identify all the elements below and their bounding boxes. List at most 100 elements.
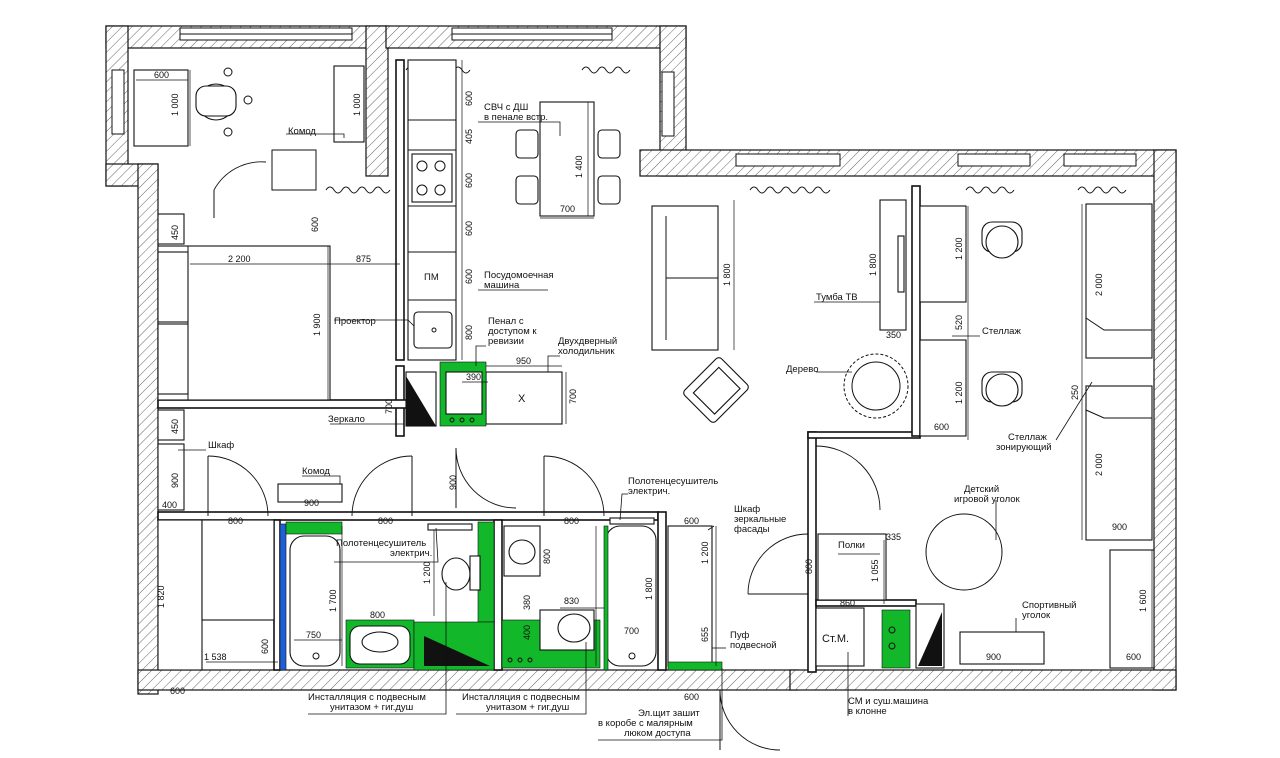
label-x: X [518, 393, 526, 405]
play-corner-circle [925, 513, 1003, 591]
dim-text: 405 [464, 129, 474, 144]
dim-text: 1 000 [170, 93, 180, 116]
dim-text: 800 [370, 610, 385, 620]
label-elshit-3: люком доступа [624, 728, 691, 739]
dim-text: 950 [516, 356, 531, 366]
label-fridge: Двухдверный [558, 336, 617, 347]
dim-text: 860 [840, 598, 855, 608]
dim-text: 830 [564, 596, 579, 606]
label-poloten-1b: электрич. [390, 548, 432, 559]
bathtub-1 [289, 535, 341, 667]
dim-text: 800 [804, 559, 814, 574]
label-puf-2: подвесной [730, 640, 777, 651]
label-poloten-1: Полотенцесушитель [336, 538, 426, 549]
bathroom-2 [501, 517, 657, 671]
label-sm: СМ и суш.машина [848, 696, 929, 707]
label-inst-2: Инсталляция с подвесным [462, 692, 580, 703]
dim-text: 700 [384, 399, 394, 414]
label-inst-1: Инсталляция с подвесным [308, 692, 426, 703]
dim-text: 875 [356, 254, 371, 264]
dimension-lines [136, 60, 1153, 668]
dim-text: 700 [624, 626, 639, 636]
living-room [651, 199, 909, 423]
dim-text: 700 [560, 204, 575, 214]
office-chair-icon [981, 371, 1023, 407]
wardrobe-kids [1109, 549, 1155, 669]
dresser-top [333, 65, 365, 143]
label-poloten-2: Полотенцесушитель [628, 476, 718, 487]
dim-text: 400 [162, 500, 177, 510]
windows [111, 27, 1137, 191]
kitchen-counter [407, 59, 457, 361]
dim-text: 450 [170, 419, 180, 434]
laundry [815, 533, 945, 669]
label-elshit: Эл.щит зашит [638, 708, 700, 719]
bathroom-1 [279, 521, 495, 671]
dim-text: 1 900 [312, 313, 322, 336]
dim-text: 600 [170, 686, 185, 696]
label-komod-top: Комод [288, 126, 316, 137]
room-labels: Комод СВЧ с ДШ в пенале встр. ПМ Посудом… [208, 102, 1076, 739]
label-detsky: Детский [964, 484, 999, 495]
dim-text: 600 [464, 91, 474, 106]
label-shkaf: Шкаф [208, 440, 234, 451]
dim-text: 380 [522, 595, 532, 610]
dim-text: 2 000 [1094, 453, 1104, 476]
dim-text: 1 200 [700, 541, 710, 564]
tv-icon [897, 235, 905, 293]
dim-text: 800 [378, 516, 393, 526]
dim-text: 600 [464, 173, 474, 188]
sport-corner [959, 631, 1045, 665]
label-svch: СВЧ с ДШ [484, 102, 528, 113]
dim-text: 1 700 [328, 589, 338, 612]
label-dishwasher-2: машина [484, 280, 520, 291]
dim-text: 1 800 [868, 253, 878, 276]
dining-table [515, 101, 621, 217]
dim-text: 1 055 [870, 559, 880, 582]
dim-text: 750 [306, 630, 321, 640]
mirror-wardrobe [667, 525, 713, 667]
dim-text: 900 [448, 475, 458, 490]
label-st-m: Ст.М. [822, 633, 849, 645]
armchair-icon [683, 357, 749, 423]
washing-machine [815, 607, 865, 667]
desk-left [133, 69, 189, 147]
office-chair-icon [195, 67, 253, 137]
label-svch-2: в пенале встр. [484, 112, 548, 123]
bed-kids-2 [1085, 385, 1153, 541]
label-penal: Пенал с [488, 316, 524, 327]
towel-rail-1 [427, 523, 473, 531]
label-zerkalo: Зеркало [328, 414, 365, 425]
label-puf: Пуф [730, 630, 749, 641]
label-dishwasher: Посудомоечная [484, 270, 554, 281]
dim-text: 1 200 [954, 381, 964, 404]
kids-room [919, 203, 1155, 669]
dim-text: 900 [170, 473, 180, 488]
dim-text: 900 [986, 652, 1001, 662]
label-polki: Полки [838, 540, 865, 551]
shelf-2 [919, 339, 967, 437]
label-stellazh-z: Стеллаж [1008, 432, 1047, 443]
dim-text: 900 [1112, 522, 1127, 532]
office-chair-icon [981, 221, 1023, 259]
towel-rail-2 [609, 517, 655, 525]
dim-text: 600 [684, 516, 699, 526]
dimension-texts: 600 1 000 1 000 600 405 600 600 600 800 … [154, 70, 1148, 702]
label-inst-2b: унитазом + гиг.душ [486, 702, 569, 713]
study-room [133, 65, 365, 147]
dresser-mid [277, 483, 343, 503]
label-sport-2: уголок [1022, 610, 1051, 621]
dim-text: 800 [542, 549, 552, 564]
hob-icon [411, 153, 453, 203]
closet-hall [667, 525, 723, 671]
label-sm-2: в клонне [848, 706, 887, 717]
dim-text: 600 [260, 639, 270, 654]
label-shkaf-zerk-2: зеркальные [734, 514, 786, 525]
dim-text: 900 [304, 498, 319, 508]
label-proektor: Проектор [334, 316, 376, 327]
radiators [325, 66, 1127, 194]
dim-text: 700 [568, 389, 578, 404]
dim-text: 400 [522, 625, 532, 640]
dim-text: 800 [228, 516, 243, 526]
